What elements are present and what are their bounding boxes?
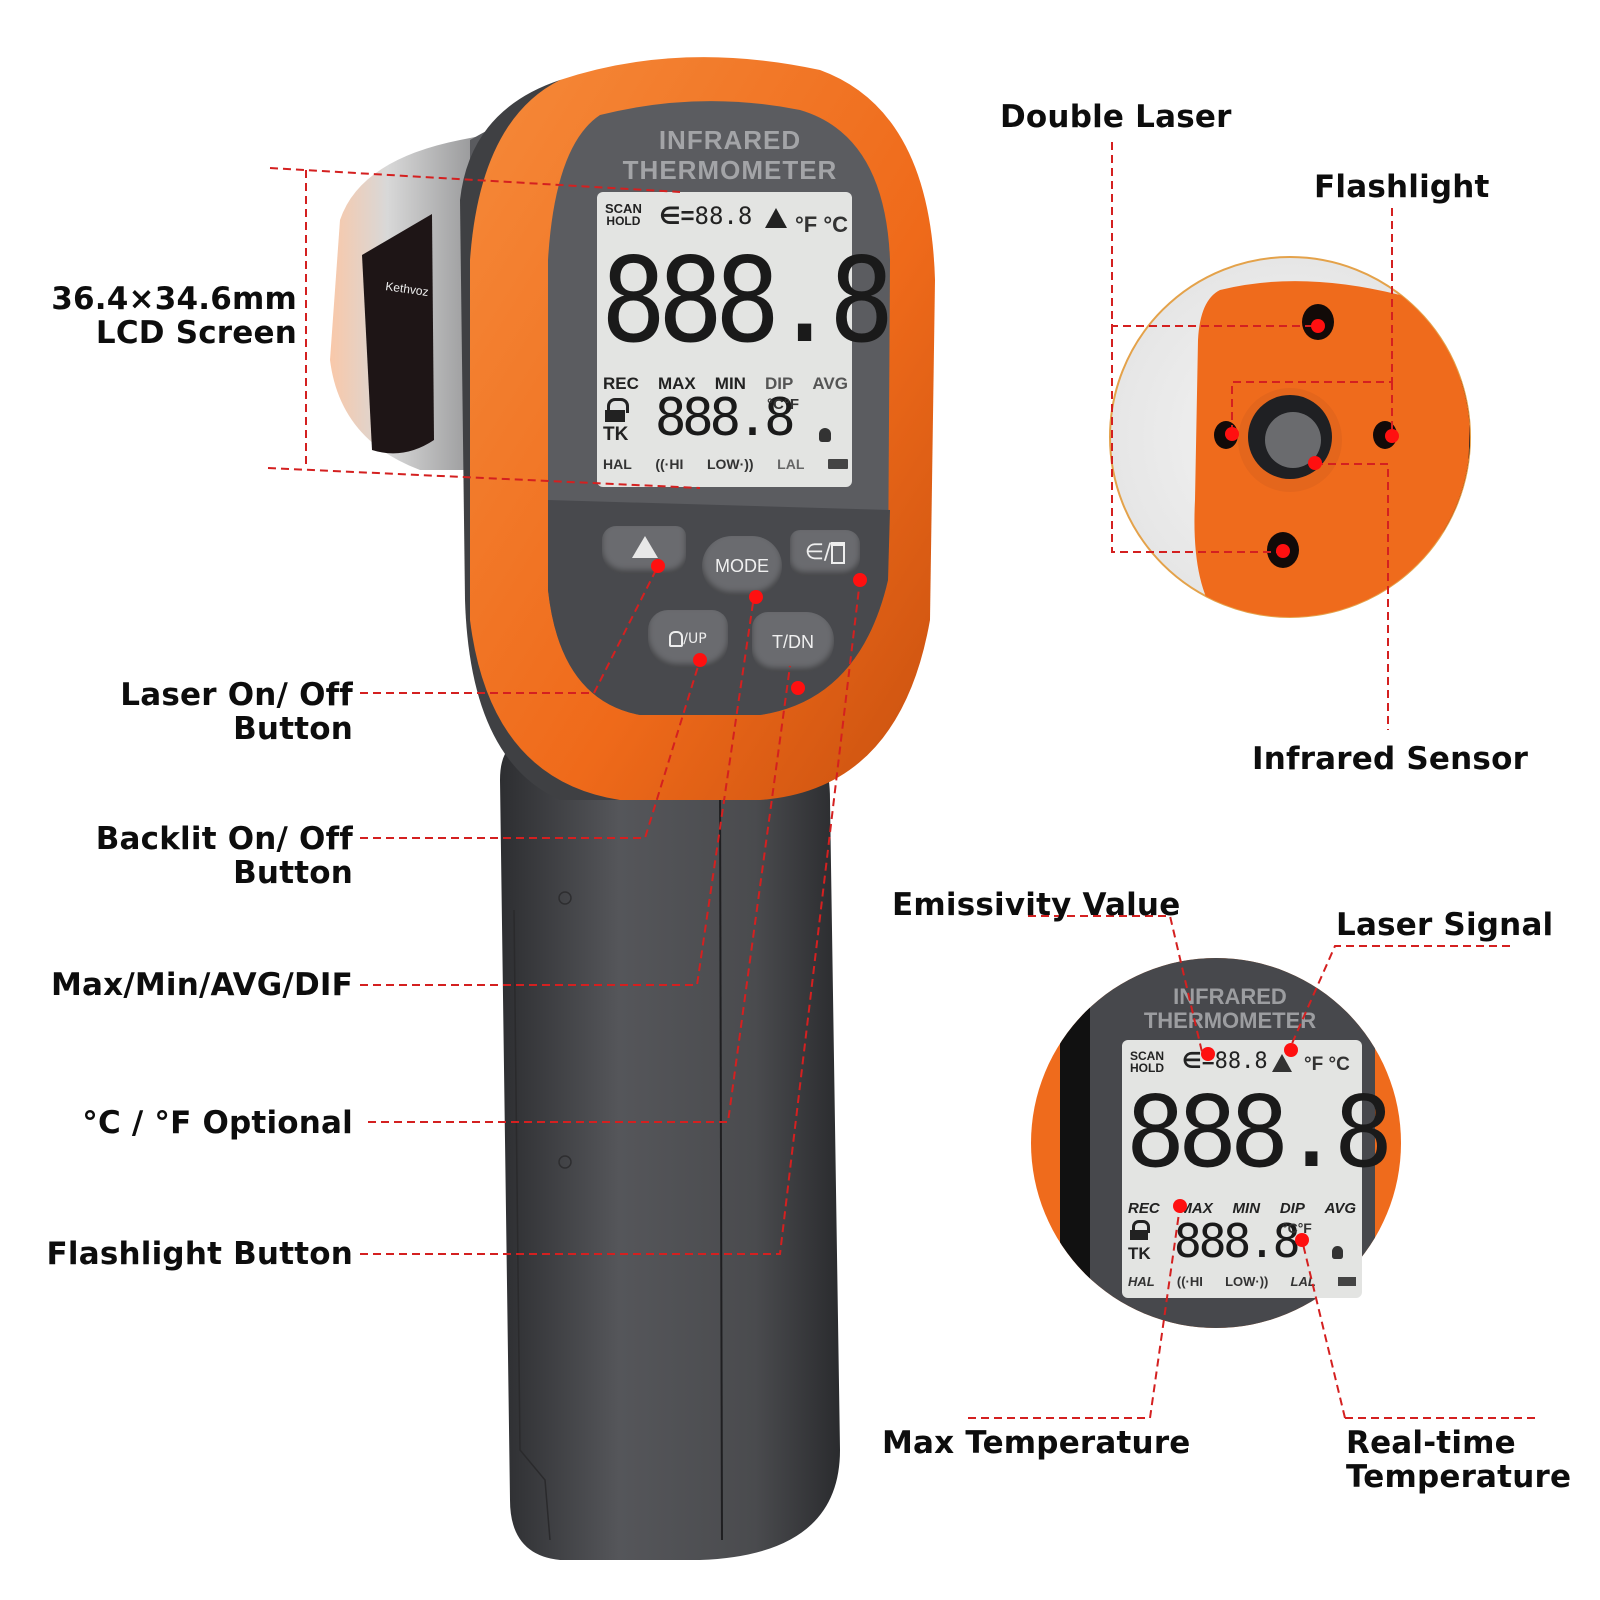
lcd-tk: TK	[603, 424, 629, 445]
tk-down-button[interactable]: T/DN	[752, 612, 834, 672]
laser-warning-icon	[1272, 1054, 1292, 1072]
battery-icon	[827, 459, 848, 469]
battery-icon	[1338, 1277, 1356, 1286]
lcd-avg: AVG	[812, 374, 848, 393]
face-title-line2: THERMOMETER	[622, 155, 838, 185]
lcd-zoom-title: INFRARED THERMOMETER	[1143, 984, 1317, 1033]
emissivity-flashlight-button[interactable]: ∈/	[790, 530, 860, 576]
lcd-rec: REC	[603, 374, 639, 393]
backlight-bulb-icon	[1332, 1246, 1343, 1259]
lcd-secondary-digits: 888.8	[655, 388, 796, 448]
lcd-min: MIN	[714, 374, 746, 393]
lcd-lal: LAL	[777, 456, 805, 472]
flashlight-icon	[831, 542, 846, 564]
backlight-bulb-icon	[669, 631, 684, 647]
side-label: Kethvoz	[362, 214, 434, 454]
callout-lcd-screen: 36.4×34.6mm LCD Screen	[51, 281, 297, 351]
lcd-scan: SCAN	[605, 201, 642, 216]
backlight-up-label: /UP	[683, 631, 707, 647]
callout-flashlight-button: Flashlight Button	[46, 1236, 353, 1272]
lcd-hi: ((·HI	[655, 456, 684, 472]
mode-button[interactable]: MODE	[702, 536, 782, 596]
callout-emissivity-value: Emissivity Value	[892, 887, 1181, 923]
callout-infrared-sensor: Infrared Sensor	[1252, 741, 1529, 777]
face-title: INFRARED THERMOMETER	[600, 125, 860, 185]
emissivity-flashlight-label: ∈/	[804, 540, 832, 565]
main-lcd: SCAN HOLD ∈=88.8 °F °C 888.8 REC MAX MIN…	[597, 192, 894, 487]
lcd-max: MAX	[657, 374, 696, 393]
laser-warning-icon	[765, 208, 787, 228]
backlight-bulb-icon	[819, 428, 831, 442]
lcd-main-digits: 888.8	[601, 233, 894, 369]
lock-icon	[607, 398, 629, 413]
lcd-unit-c: °C	[823, 212, 849, 237]
laser-warning-icon	[632, 536, 658, 558]
callout-backlit-button: Backlit On/ Off Button	[95, 821, 353, 891]
callout-laser-button: Laser On/ Off Button	[120, 677, 353, 747]
face-title-line1: INFRARED	[658, 125, 802, 155]
mode-button-label: MODE	[715, 556, 769, 576]
lcd-secondary-units: °C°F	[767, 396, 799, 413]
callout-max-temperature: Max Temperature	[882, 1425, 1191, 1461]
callout-laser-signal: Laser Signal	[1336, 907, 1554, 943]
callout-realtime-temperature: Real-time Temperature	[1346, 1425, 1572, 1495]
lcd-zoom: SCAN HOLD ∈=88.8 °F °C 888.8 REC MAX MIN…	[1122, 1040, 1393, 1298]
lcd-low: LOW·))	[706, 456, 754, 472]
callout-double-laser: Double Laser	[1000, 99, 1232, 135]
lock-icon	[1132, 1220, 1150, 1233]
lcd-dip: DIP	[765, 374, 794, 393]
lcd-emissivity-digits: 88.8	[694, 202, 753, 230]
lcd-hal: HAL	[603, 456, 632, 472]
lcd-hold: HOLD	[606, 214, 641, 228]
svg-text:Kethvoz: Kethvoz	[385, 279, 430, 299]
callout-mode-button: Max/Min/AVG/DIF	[50, 967, 353, 1003]
lcd-unit-f: °F	[795, 212, 818, 237]
callout-flashlight: Flashlight	[1314, 169, 1490, 205]
laser-button[interactable]	[602, 526, 686, 574]
backlight-up-button[interactable]: /UP	[648, 610, 728, 668]
callout-unit-button: °C / °F Optional	[82, 1105, 353, 1141]
tk-down-label: T/DN	[772, 632, 814, 652]
lcd-emissivity-prefix: ∈=	[659, 203, 695, 230]
